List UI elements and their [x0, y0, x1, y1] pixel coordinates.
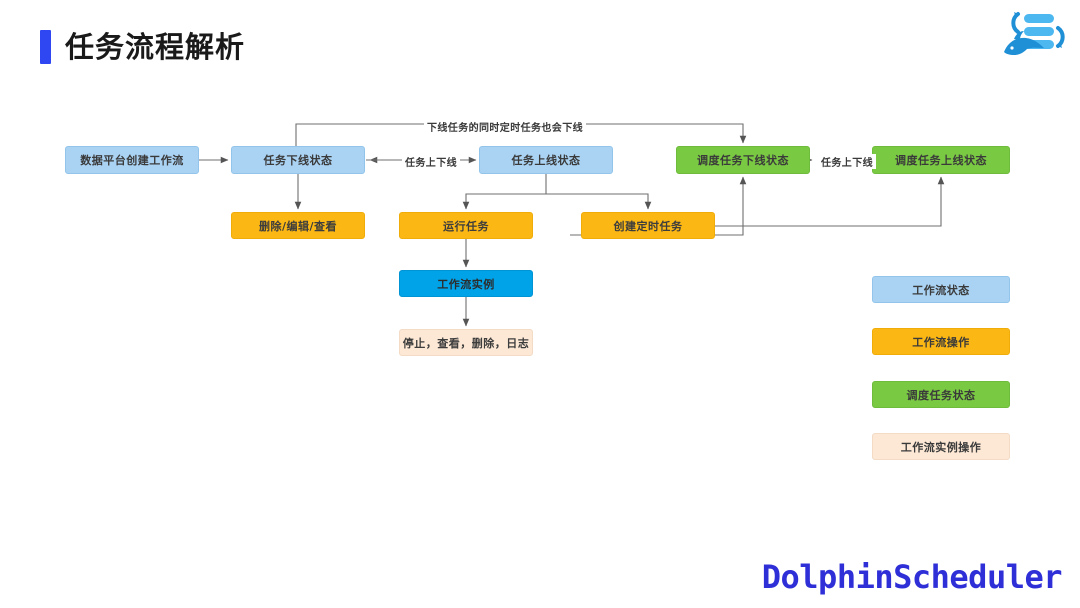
edge-label-e1: 下线任务的同时定时任务也会下线	[424, 119, 586, 134]
dolphinscheduler-logo	[994, 6, 1070, 62]
title-accent-bar	[40, 30, 51, 64]
legend-item-4: 工作流实例操作	[872, 433, 1010, 460]
flow-node-n5[interactable]: 调度任务上线状态	[872, 146, 1010, 174]
edge-label-e3: 任务上下线	[818, 154, 876, 169]
dolphinscheduler-wordmark: DolphinScheduler	[761, 558, 1063, 596]
legend-item-1: 工作流状态	[872, 276, 1010, 303]
flow-node-n10[interactable]: 停止，查看，删除，日志	[399, 329, 533, 356]
flow-node-n3[interactable]: 任务上线状态	[479, 146, 613, 174]
flow-node-n4[interactable]: 调度任务下线状态	[676, 146, 810, 174]
edge-n3-n8	[546, 193, 652, 210]
page-title: 任务流程解析	[65, 29, 246, 64]
page-header: 任务流程解析	[40, 30, 245, 64]
flow-node-n1[interactable]: 数据平台创建工作流	[65, 146, 199, 174]
flow-node-n2[interactable]: 任务下线状态	[231, 146, 365, 174]
flow-node-n7[interactable]: 运行任务	[399, 212, 533, 239]
flow-node-n6[interactable]: 删除/编辑/查看	[231, 212, 365, 239]
edge-n3-n7	[462, 174, 547, 210]
flow-node-n8[interactable]: 创建定时任务	[581, 212, 715, 239]
flow-node-n9[interactable]: 工作流实例	[399, 270, 533, 297]
legend-item-2: 工作流操作	[872, 328, 1010, 355]
legend-item-3: 调度任务状态	[872, 381, 1010, 408]
edge-label-e2: 任务上下线	[402, 154, 460, 169]
edge-n8-n5	[715, 176, 945, 227]
